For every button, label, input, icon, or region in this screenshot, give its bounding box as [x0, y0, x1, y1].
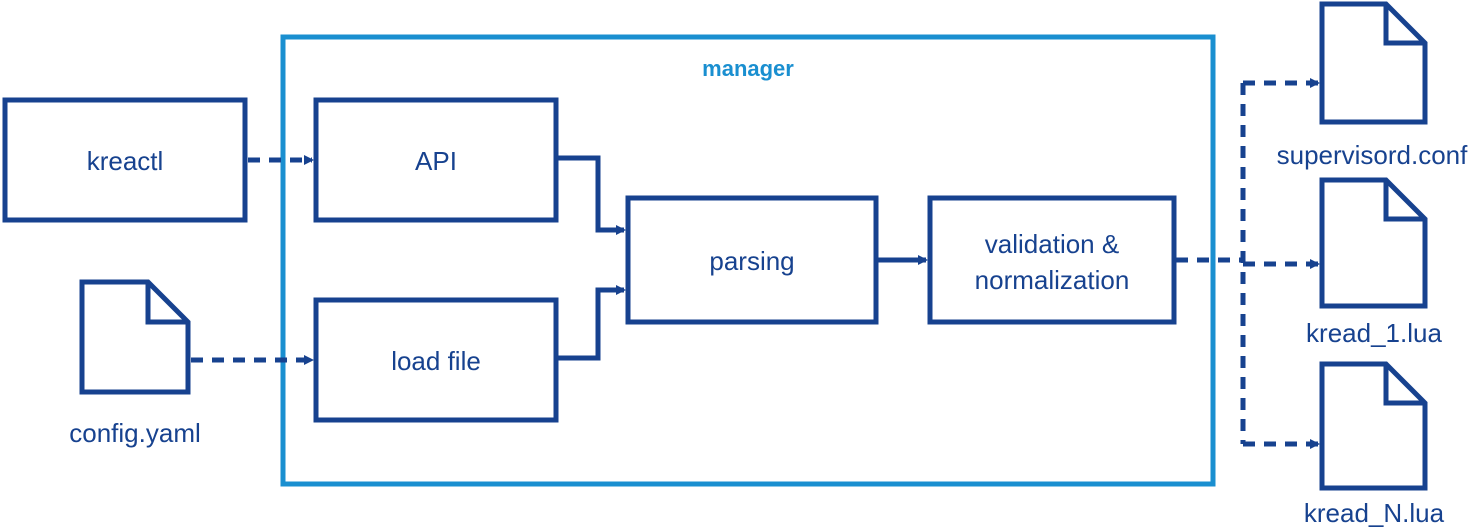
- kread-n-file-label: kread_N.lua: [1304, 498, 1445, 528]
- supervisord-file-label: supervisord.conf: [1277, 140, 1469, 170]
- arrow-load-to-parsing: [558, 285, 626, 361]
- document-icon: [1319, 361, 1428, 491]
- document-icon: [79, 279, 191, 395]
- kread-1-file: kread_1.lua: [1306, 177, 1442, 348]
- parsing-node: parsing: [625, 195, 879, 325]
- validation-label-line1: validation &: [985, 229, 1119, 259]
- manager-group: manager: [280, 34, 1216, 487]
- arrow-api-to-parsing: [558, 155, 626, 235]
- document-icon: [1319, 177, 1428, 309]
- kread-1-file-label: kread_1.lua: [1306, 318, 1442, 348]
- config-file-label: config.yaml: [69, 418, 201, 448]
- load-file-node: load file: [313, 297, 559, 423]
- validation-node: validation & normalization: [927, 195, 1177, 325]
- supervisord-file: supervisord.conf: [1277, 1, 1469, 170]
- document-icon: [1319, 1, 1428, 125]
- config-file: config.yaml: [69, 279, 201, 448]
- load-file-label: load file: [391, 346, 481, 376]
- output-bus: [1176, 78, 1320, 449]
- parsing-label: parsing: [709, 246, 794, 276]
- kreactl-label: kreactl: [87, 146, 164, 176]
- api-label: API: [415, 146, 457, 176]
- kread-n-file: kread_N.lua: [1304, 361, 1445, 528]
- validation-label-line2: normalization: [975, 265, 1130, 295]
- api-node: API: [313, 97, 559, 223]
- kreactl-node: kreactl: [2, 97, 248, 223]
- manager-group-label: manager: [702, 56, 794, 81]
